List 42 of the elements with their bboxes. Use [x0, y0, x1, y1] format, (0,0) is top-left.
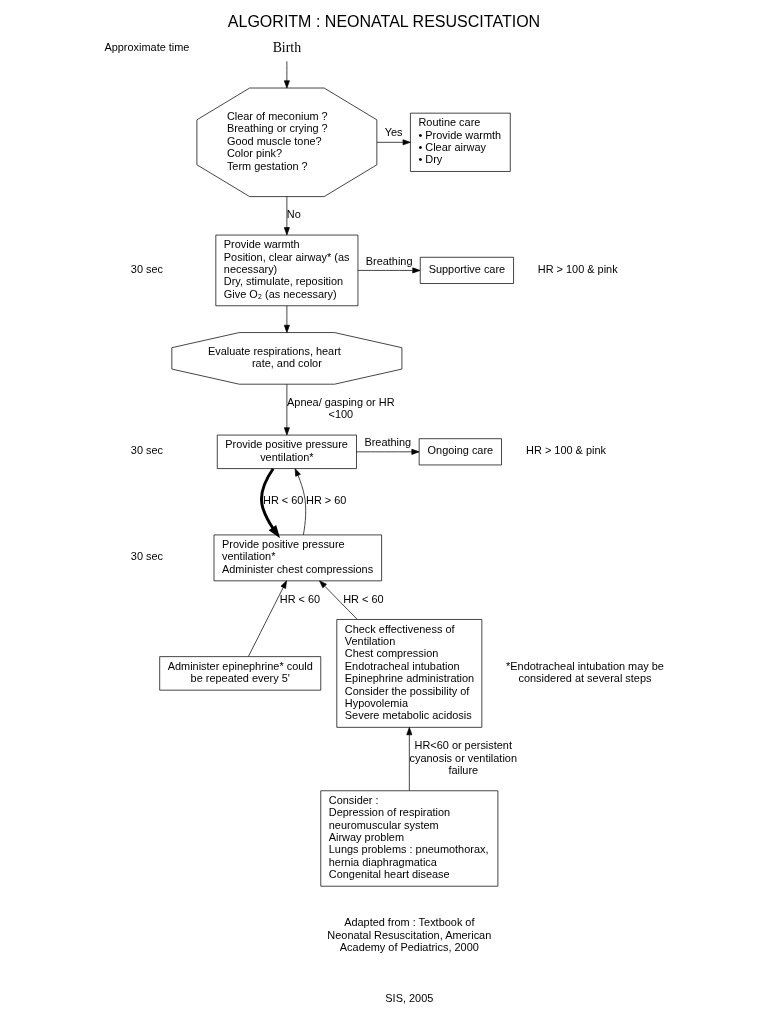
edge-label: Apnea/ gasping or HR <100: [287, 395, 395, 421]
node-box: Supportive care: [419, 256, 514, 284]
arrow: [283, 61, 290, 89]
edge-label: HR < 60: [343, 592, 384, 605]
node-box: Consider : Depression of respiration neuromuscular system Airway problem Lungs problems : pneumothorax, hernia diaphragmatica Congenital heart disease: [320, 790, 499, 887]
node-box: Check effectiveness of Ventilation Chest compression Endotracheal intubation Epinephrine administration Consider the possibility of Hypovolemia Severe metabolic acidosis: [336, 619, 483, 728]
arrow: [357, 267, 421, 274]
arrow: [283, 383, 290, 436]
node-box: Provide positive pressure ventilation* Administer chest compressions: [213, 534, 382, 582]
label: Approximate time: [104, 40, 190, 53]
arrow: [260, 467, 281, 539]
label: 30 sec: [130, 550, 164, 563]
node-box: Administer epinephrine* could be repeated every 5': [159, 656, 322, 691]
label: HR > 100 & pink: [537, 262, 618, 275]
edge-label: Breathing: [365, 254, 413, 267]
arrow: [376, 139, 411, 146]
arrow: [283, 305, 290, 333]
edge-label: Yes: [384, 126, 403, 139]
diagram-title: ALGORITM : NEONATAL RESUSCITATION: [227, 12, 541, 31]
node-box: Provide positive pressure ventilation*: [216, 434, 357, 469]
node-box: Routine care • Provide warmth • Clear airway • Dry: [410, 112, 511, 172]
edge-label: HR<60 or persistent cyanosis or ventilation failure: [409, 739, 517, 776]
label: 30 sec: [130, 262, 164, 275]
arrow: [406, 727, 413, 791]
edge-label: HR < 60: [279, 592, 321, 605]
edge-label: HR > 60: [306, 494, 347, 507]
edge-label: HR < 60: [263, 494, 304, 507]
label: 30 sec: [130, 444, 164, 457]
arrow: [319, 580, 358, 620]
label: HR > 100 & pink: [526, 444, 606, 457]
arrow: [248, 580, 287, 657]
label: SIS, 2005: [385, 991, 434, 1004]
label: Adapted from : Textbook of Neonatal Resuscitation, American Academy of Pediatrics, 2000: [327, 916, 492, 954]
label: *Endotracheal intubation may be considered at several steps: [506, 659, 664, 685]
edge-label: No: [286, 208, 301, 221]
arrow: [283, 196, 290, 236]
arrow: [294, 468, 307, 536]
edge-label: Breathing: [364, 436, 412, 448]
arrow: [356, 448, 420, 455]
node-box: Provide warmth Position, clear airway* (as necessary) Dry, stimulate, reposition Give O₂ (as necessary): [215, 234, 359, 307]
node-box: Ongoing care: [418, 438, 502, 466]
node-text: Birth: [272, 39, 302, 55]
